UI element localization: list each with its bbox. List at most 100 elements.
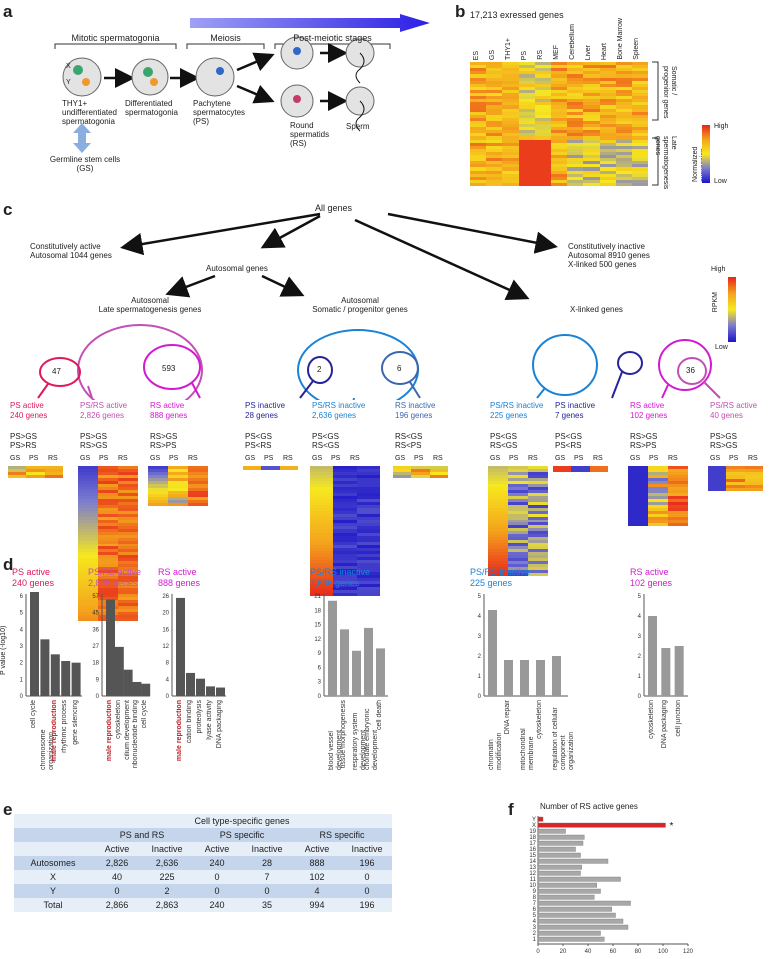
d-tick-label: 8 <box>166 661 170 667</box>
group-heat-cell <box>628 493 649 497</box>
f-bar <box>537 930 601 936</box>
heatmap-b-cell <box>502 167 519 171</box>
group-heat-cell <box>648 472 669 476</box>
d-chart-sub: 888 genes <box>158 578 201 588</box>
heatmap-b-col-label: Bone Marrow <box>617 18 624 60</box>
group-heat-cell <box>648 487 669 491</box>
heatmap-b-cell <box>583 167 600 171</box>
heatmap-b-cell <box>486 65 503 69</box>
heatmap-b <box>470 62 648 186</box>
heatmap-b-cell <box>567 161 584 165</box>
heatmap-b-cell <box>502 145 519 149</box>
heatmap-b-cell <box>599 155 616 159</box>
heatmap-b-cell <box>502 108 519 112</box>
group-heat-cell <box>78 618 99 621</box>
group-heat-cell <box>668 505 688 509</box>
group-heat-cell <box>429 475 448 478</box>
heatmap-b-cell <box>518 77 535 81</box>
f-bar <box>537 846 576 852</box>
group-heat-cell <box>118 486 138 491</box>
group-heat-cell <box>726 472 746 476</box>
heatmap-b-cell <box>599 117 616 121</box>
heatmap-b-cell <box>567 108 584 112</box>
heatmap-b-cell <box>599 173 616 177</box>
group-heat-cell <box>78 567 99 571</box>
heatmap-b-cell <box>599 86 616 90</box>
group-heat-cell <box>78 471 99 476</box>
heatmap-b-cell <box>534 105 551 109</box>
heatmap-b-cell <box>486 170 503 174</box>
group-heat-cell <box>98 588 119 592</box>
group-hm-col-label: GS <box>245 455 256 462</box>
sci-arrow <box>190 14 430 32</box>
group-hm-col-label: GS <box>312 455 323 462</box>
heatmap-b-cell <box>502 182 519 186</box>
d-bar <box>61 661 71 696</box>
group-heat-cell <box>356 541 380 546</box>
group-heat-cell <box>333 592 358 596</box>
group-heat-cell <box>98 597 119 601</box>
group-heat-cell <box>98 576 119 580</box>
group-heat-cell <box>628 511 649 515</box>
heatmap-b-cell <box>502 83 519 87</box>
heatmap-b-cell <box>534 99 551 103</box>
group-heat-cell <box>310 523 334 527</box>
panel-e-letter: e <box>3 800 13 819</box>
rpkm-low: Low <box>715 344 728 351</box>
group-heat-cell <box>310 502 334 506</box>
heatmap-b-cell <box>551 182 568 186</box>
group-heat-cell <box>310 520 334 524</box>
group-heat-cell <box>188 475 208 479</box>
group-heat-cell <box>648 508 669 512</box>
group-count: 888 genes <box>150 411 188 420</box>
heatmap-b-cell <box>551 77 568 81</box>
group-heat-cell <box>118 612 138 616</box>
group-heat-cell <box>356 496 380 500</box>
group-heat-cell <box>528 537 548 541</box>
table-sub-cell: Active <box>104 844 130 854</box>
group-heat-cell <box>44 469 63 473</box>
heatmap-b-cell <box>583 139 600 143</box>
heatmap-b-cell <box>599 99 616 103</box>
heatmap-b-cell <box>632 74 648 78</box>
heatmap-b-cell <box>534 130 551 134</box>
group-heat-cell <box>118 504 138 509</box>
table-sub-cell: Inactive <box>351 844 383 854</box>
f-category-label: 14 <box>529 859 536 865</box>
group-heat-cell <box>508 561 529 565</box>
group-count: 40 genes <box>710 411 743 420</box>
group-hm-col-label: GS <box>555 455 566 462</box>
heatmap-b-cell <box>567 62 584 66</box>
group-count: 240 genes <box>10 411 48 420</box>
d-bar <box>71 662 81 696</box>
table-cell: 7 <box>264 872 270 882</box>
heatmap-b-cell <box>551 117 568 121</box>
d-bar <box>648 616 657 696</box>
group-heatmap <box>553 466 608 472</box>
group-heat-cell <box>528 492 548 497</box>
group-heat-cell <box>188 481 208 485</box>
heatmap-b-cell <box>486 155 503 159</box>
heatmap-b-cell <box>551 136 568 140</box>
heatmap-b-cell <box>470 83 487 87</box>
heatmap-b-cell <box>470 93 487 97</box>
d-bar-label: DNA packaging <box>661 700 669 749</box>
group-heat-cell <box>78 561 99 565</box>
d-bar-label: rhythmic process <box>61 700 69 753</box>
heatmap-b-cell <box>615 158 632 162</box>
group-heat-cell <box>98 546 119 550</box>
group-heat-cell <box>78 609 99 613</box>
heatmap-b-cell <box>470 176 487 180</box>
group-rule: PS>GS RS>GS <box>80 432 108 450</box>
group-hm-col-label: RS <box>118 455 128 462</box>
group-heat-cell <box>78 591 99 595</box>
heatmap-b-cell <box>615 120 632 125</box>
heatmap-b-cell <box>502 96 519 100</box>
heatmap-b-cell <box>632 117 648 121</box>
heatmap-b-cell <box>518 167 535 171</box>
group-heat-cell <box>488 495 509 500</box>
heatmap-b-cell <box>551 65 568 69</box>
d-bar <box>106 599 115 696</box>
d-bar <box>552 656 561 696</box>
